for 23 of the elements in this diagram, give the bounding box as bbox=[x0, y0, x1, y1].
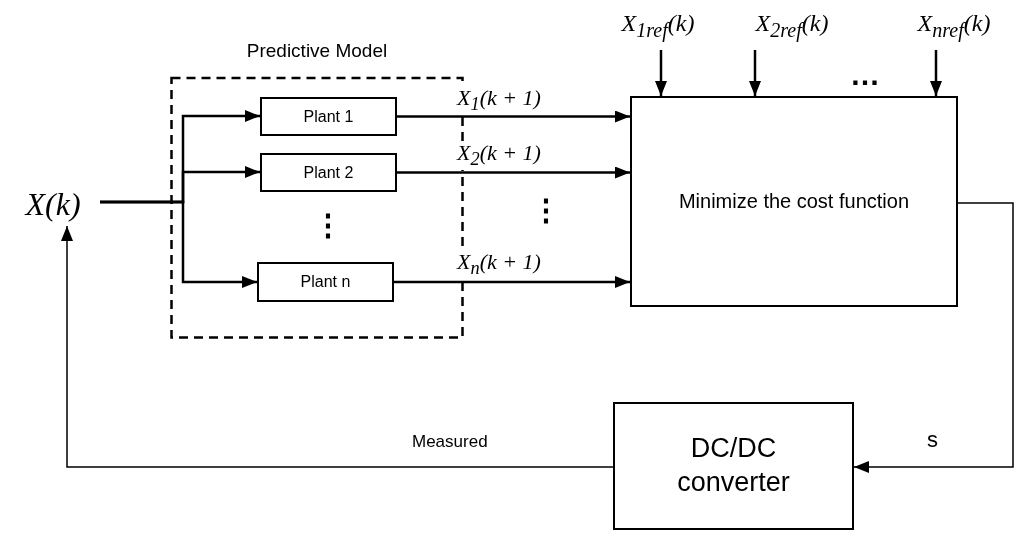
reference-input-label: X$_{1ref}$(k) bbox=[621, 10, 695, 42]
arrow bbox=[655, 50, 667, 96]
vertical-ellipsis: ⋮ bbox=[531, 195, 561, 225]
arrow bbox=[394, 276, 630, 288]
plant-box: Plant 2 bbox=[260, 153, 397, 192]
ellipsis: … bbox=[850, 60, 880, 90]
edge-label: X$_{n}$(k + 1) bbox=[455, 250, 543, 279]
plant-box: Plant 1 bbox=[260, 97, 397, 136]
converter-box: DC/DC converter bbox=[613, 402, 854, 530]
arrow bbox=[397, 110, 630, 123]
optimizer-box: Minimize the cost function bbox=[630, 96, 958, 307]
arrow bbox=[749, 50, 761, 96]
arrow bbox=[100, 200, 257, 288]
arrow bbox=[930, 50, 942, 96]
group-heading: Predictive Model bbox=[245, 40, 389, 62]
reference-input-label: X$_{nref}$(k) bbox=[917, 10, 991, 42]
arrow bbox=[61, 225, 614, 468]
arrow bbox=[853, 202, 1014, 473]
vertical-ellipsis: ⋮ bbox=[313, 210, 343, 240]
plant-box: Plant n bbox=[257, 262, 394, 302]
reference-input-label: X$_{2ref}$(k) bbox=[755, 10, 829, 42]
arrow bbox=[397, 166, 630, 179]
state-input-label: X(k) bbox=[25, 185, 81, 223]
